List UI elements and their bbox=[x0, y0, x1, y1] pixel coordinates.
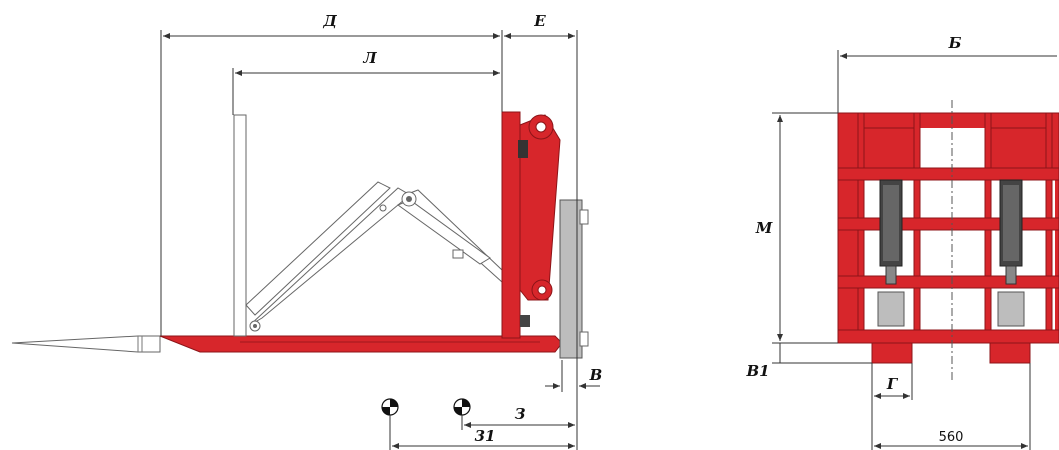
label-Bw: Б bbox=[948, 34, 962, 52]
label-B: В bbox=[589, 366, 603, 384]
label-D: Д bbox=[322, 12, 337, 30]
hydraulic-cylinder-right bbox=[997, 179, 1025, 327]
center-of-gravity-icon-1 bbox=[381, 398, 399, 416]
backrest-post bbox=[233, 114, 247, 337]
label-Z: З bbox=[515, 405, 526, 423]
label-B1: В1 bbox=[745, 362, 769, 380]
label-Z1: 31 bbox=[475, 427, 496, 445]
fork-blade bbox=[11, 335, 563, 353]
red-main-frame bbox=[501, 111, 561, 339]
label-M: М bbox=[755, 219, 773, 237]
carriage-plate bbox=[559, 199, 589, 359]
label-G: Г bbox=[886, 375, 899, 393]
label-E: Е bbox=[533, 12, 546, 30]
center-of-gravity-icon-2 bbox=[453, 398, 471, 416]
front-view: Б М В1 Г 560 bbox=[745, 34, 1059, 450]
hydraulic-cylinder-left bbox=[877, 179, 905, 327]
front-frame bbox=[837, 112, 1059, 344]
fork-shank-right bbox=[989, 342, 1031, 364]
fork-shank-left bbox=[871, 342, 913, 364]
side-view: Д Е Л В З 31 bbox=[11, 12, 603, 450]
label-560: 560 bbox=[939, 430, 964, 445]
scissor-arms bbox=[245, 181, 503, 332]
label-L: Л bbox=[362, 49, 377, 67]
